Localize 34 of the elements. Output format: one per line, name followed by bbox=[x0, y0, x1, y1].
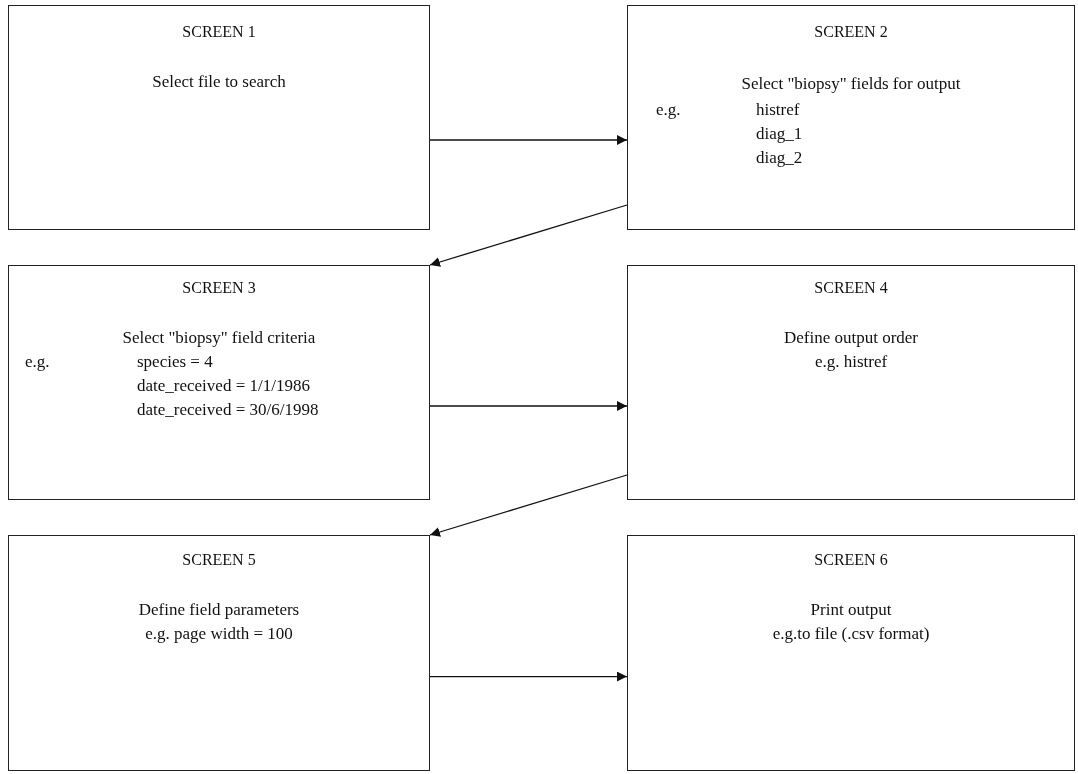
screen-title: SCREEN 1 bbox=[181, 22, 257, 42]
screen-text: diag_1 bbox=[756, 124, 803, 145]
screen-text: Select file to search bbox=[151, 72, 287, 93]
screen-box bbox=[627, 5, 1075, 230]
screen-box bbox=[8, 265, 430, 500]
screen-text: date_received = 1/1/1986 bbox=[137, 376, 310, 397]
screen-text: diag_2 bbox=[756, 148, 803, 169]
screen-text: date_received = 30/6/1998 bbox=[137, 400, 319, 421]
screen-text: e.g. page width = 100 bbox=[144, 624, 294, 645]
screen-box bbox=[8, 535, 430, 771]
arrow bbox=[429, 135, 628, 145]
screen-box bbox=[8, 5, 430, 230]
screen-title: SCREEN 3 bbox=[181, 278, 257, 298]
screen-box bbox=[627, 265, 1075, 500]
arrow bbox=[429, 474, 628, 537]
arrow bbox=[429, 401, 628, 411]
screen-text: Define field parameters bbox=[137, 600, 301, 621]
screen-box bbox=[627, 535, 1075, 771]
screen-text: Select "biopsy" field criteria bbox=[121, 328, 317, 349]
arrow bbox=[429, 671, 628, 682]
screen-text: e.g. bbox=[656, 100, 681, 121]
screen-title: SCREEN 4 bbox=[813, 278, 889, 298]
screen-title: SCREEN 2 bbox=[813, 22, 889, 42]
screen-text: e.g. histref bbox=[813, 352, 889, 373]
screen-text: Print output bbox=[809, 600, 893, 621]
screen-text: species = 4 bbox=[137, 352, 213, 373]
screen-text: e.g. bbox=[25, 352, 50, 373]
screen-text: Define output order bbox=[782, 328, 920, 349]
arrow bbox=[429, 204, 628, 267]
screen-title: SCREEN 6 bbox=[813, 550, 889, 570]
screen-text: Select "biopsy" fields for output bbox=[740, 74, 962, 95]
screen-title: SCREEN 5 bbox=[181, 550, 257, 570]
screen-text: histref bbox=[756, 100, 800, 121]
screen-text: e.g.to file (.csv format) bbox=[771, 624, 931, 645]
